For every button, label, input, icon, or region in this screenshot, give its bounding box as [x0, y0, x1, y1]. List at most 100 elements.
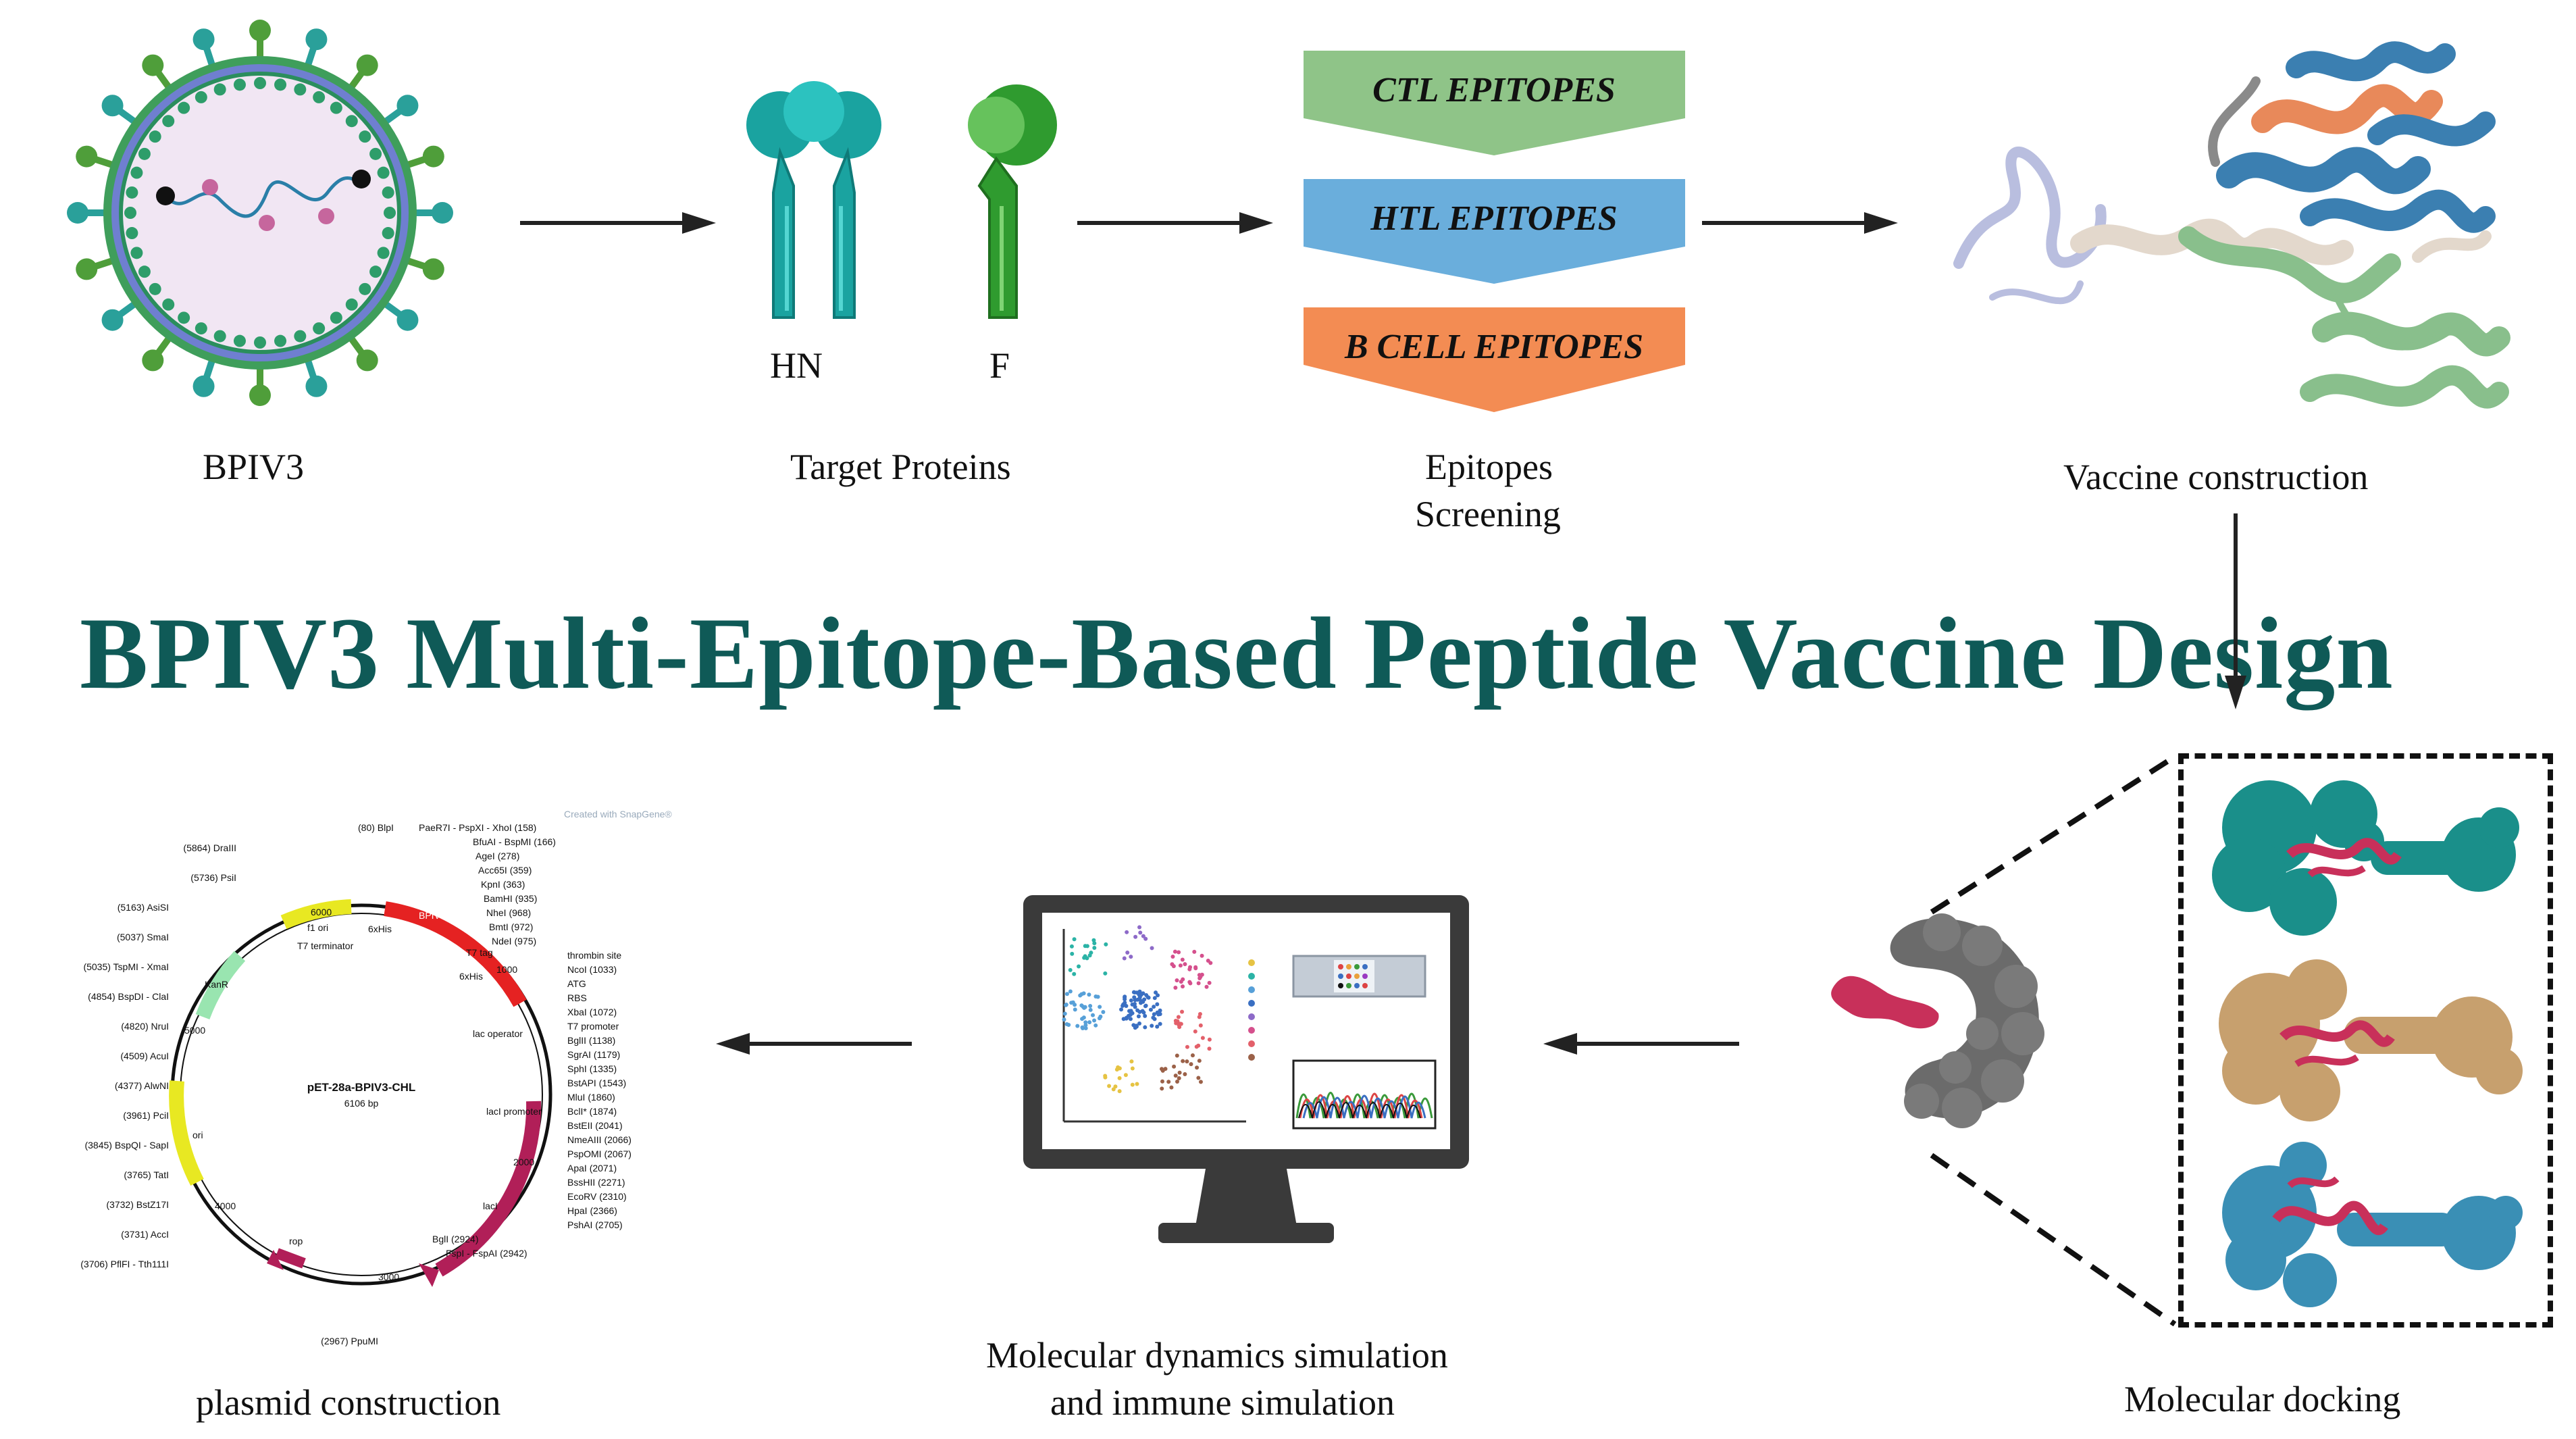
docking-complex-blue — [2222, 1142, 2523, 1307]
restriction-site-label: PaeR7I - PspXI - XhoI (158) — [419, 822, 536, 833]
docking-zoom-lines — [1930, 754, 2177, 1327]
feature-label: lac operator — [473, 1028, 523, 1039]
feature-f1-ori — [280, 899, 352, 930]
ctl-epitope-label: CTL EPITOPES — [1372, 71, 1616, 109]
bcell-epitope-label: B CELL EPITOPES — [1344, 328, 1643, 366]
plasmid-map: Created with SnapGene® f1 ori KanR ori r… — [80, 809, 672, 1346]
restriction-site-label: EcoRV (2310) — [567, 1191, 627, 1202]
page-title: BPIV3 Multi-Epitope-Based Peptide Vaccin… — [80, 597, 2394, 710]
vaccine-structure-illustration — [1953, 41, 2510, 409]
feature-laci — [435, 1101, 542, 1277]
restriction-site-label: BclI* (1874) — [567, 1106, 617, 1117]
restriction-site-label: BstAPI (1543) — [567, 1078, 626, 1088]
vaccine-construction-label: Vaccine construction — [2063, 457, 2369, 497]
restriction-site-label: PshAI (2705) — [567, 1219, 623, 1230]
restriction-site-label: PspOMI (2067) — [567, 1148, 632, 1159]
restriction-site-label: NcoI (1033) — [567, 964, 617, 975]
restriction-site-label: (5163) AsiSI — [118, 902, 169, 913]
feature-label: lacI promoter — [486, 1106, 542, 1117]
restriction-site-label: (5037) SmaI — [117, 932, 169, 942]
restriction-site-label: RBS — [567, 992, 587, 1003]
restriction-site-label: FspI - FspAI (2942) — [446, 1248, 527, 1259]
bcell-epitope-banner — [1304, 307, 1685, 412]
restriction-site-label: (3731) AccI — [121, 1229, 169, 1240]
plasmid-size: 6106 bp — [344, 1098, 379, 1109]
restriction-site-label: ApaI (2071) — [567, 1163, 617, 1173]
restriction-site-label: (4377) AlwNI — [115, 1080, 169, 1091]
feature-label: T7 tag — [466, 947, 493, 958]
restriction-site-label: BglI (2924) — [432, 1234, 478, 1244]
arrow-left — [716, 1033, 912, 1055]
arrow-right — [520, 212, 716, 234]
htl-epitope-banner — [1304, 179, 1685, 284]
f-protein-icon — [968, 84, 1057, 319]
feature-label: f1 ori — [307, 922, 328, 933]
feature-label: lacI — [483, 1201, 498, 1211]
simulation-monitor — [1023, 895, 1469, 1243]
ctl-epitope-banner — [1304, 51, 1685, 155]
tick-label: 5000 — [184, 1025, 205, 1036]
arrow-right — [1077, 212, 1273, 234]
restriction-site-label: Acc65I (359) — [478, 865, 532, 876]
hn-protein-icon — [746, 81, 881, 319]
restriction-site-label: KpnI (363) — [481, 879, 525, 890]
restriction-site-label: (4820) NruI — [121, 1021, 169, 1032]
target-proteins-label: Target Proteins — [790, 447, 1011, 487]
restriction-site-label: T7 promoter — [567, 1021, 619, 1032]
virus-label: BPIV3 — [203, 447, 305, 487]
restriction-site-label: (5736) PsiI — [190, 872, 236, 883]
feature-label: T7 terminator — [297, 940, 354, 951]
restriction-site-label: (3732) BstZ17I — [106, 1199, 169, 1210]
feature-label: 6xHis — [459, 971, 483, 982]
htl-epitope-label: HTL EPITOPES — [1370, 199, 1617, 238]
feature-rop — [275, 1248, 306, 1269]
restriction-site-label: BfuAI - BspMI (166) — [473, 836, 556, 847]
bpiv3-virus-illustration — [67, 20, 453, 406]
plasmid-label: plasmid construction — [196, 1382, 501, 1423]
plasmid-name: pET-28a-BPIV3-CHL — [307, 1081, 416, 1094]
feature-label: ori — [192, 1130, 203, 1140]
restriction-site-label: thrombin site — [567, 950, 621, 961]
restriction-site-label: (3845) BspQI - SapI — [84, 1140, 169, 1151]
feature-label: KanR — [205, 979, 228, 990]
epitope-banners: CTL EPITOPES HTL EPITOPES B CELL EPITOPE… — [1304, 51, 1685, 412]
restriction-site-label: BglII (1138) — [567, 1035, 615, 1046]
restriction-site-label: HpaI (2366) — [567, 1205, 617, 1216]
restriction-site-label: (3706) PflFI - Tth111I — [80, 1259, 169, 1269]
restriction-site-label: (80) BlpI — [358, 822, 394, 833]
epitopes-label-line2: Screening — [1415, 494, 1561, 534]
restriction-site-label: NheI (968) — [486, 907, 531, 918]
tick-label: 1000 — [496, 964, 517, 975]
restriction-site-label: BssHII (2271) — [567, 1177, 625, 1188]
snapgene-credit: Created with SnapGene® — [564, 809, 672, 819]
restriction-site-label: (4509) AcuI — [120, 1051, 169, 1061]
restriction-site-label: (4854) BspDI - ClaI — [88, 991, 169, 1002]
feature-kanr — [195, 951, 246, 1020]
protein-f-label: F — [989, 345, 1010, 386]
feature-label: 6xHis — [368, 924, 392, 934]
docking-receptor-ligand-icon — [1831, 913, 2044, 1128]
arrow-right — [1702, 212, 1898, 234]
feature-ori — [169, 1080, 204, 1186]
restriction-site-label: NmeAIII (2066) — [567, 1134, 632, 1145]
tick-label: 2000 — [513, 1157, 534, 1167]
restriction-site-label: AgeI (278) — [475, 851, 519, 861]
epitopes-label-line1: Epitopes — [1425, 447, 1553, 487]
docking-complex-teal — [2212, 780, 2519, 936]
tick-label: 6000 — [311, 907, 332, 917]
tick-label: 4000 — [215, 1201, 236, 1211]
restriction-site-label: BstEII (2041) — [567, 1120, 623, 1131]
restriction-site-label: (5035) TspMI - XmaI — [83, 961, 169, 972]
docking-results-box — [2178, 753, 2553, 1328]
restriction-site-label: NdeI (975) — [492, 936, 536, 946]
simulation-label-line2: and immune simulation — [1050, 1382, 1395, 1423]
restriction-site-label: (2967) PpuMI — [321, 1336, 378, 1346]
docking-complex-tan — [2219, 959, 2523, 1121]
feature-bpiv3-chl — [384, 901, 527, 1007]
tick-label: 3000 — [378, 1271, 399, 1282]
arrow-down — [2225, 513, 2246, 709]
feature-label: rop — [289, 1236, 303, 1246]
restriction-site-label: (3961) PciI — [123, 1110, 169, 1121]
restriction-site-label: BmtI (972) — [489, 922, 533, 932]
arrow-left — [1543, 1033, 1739, 1055]
